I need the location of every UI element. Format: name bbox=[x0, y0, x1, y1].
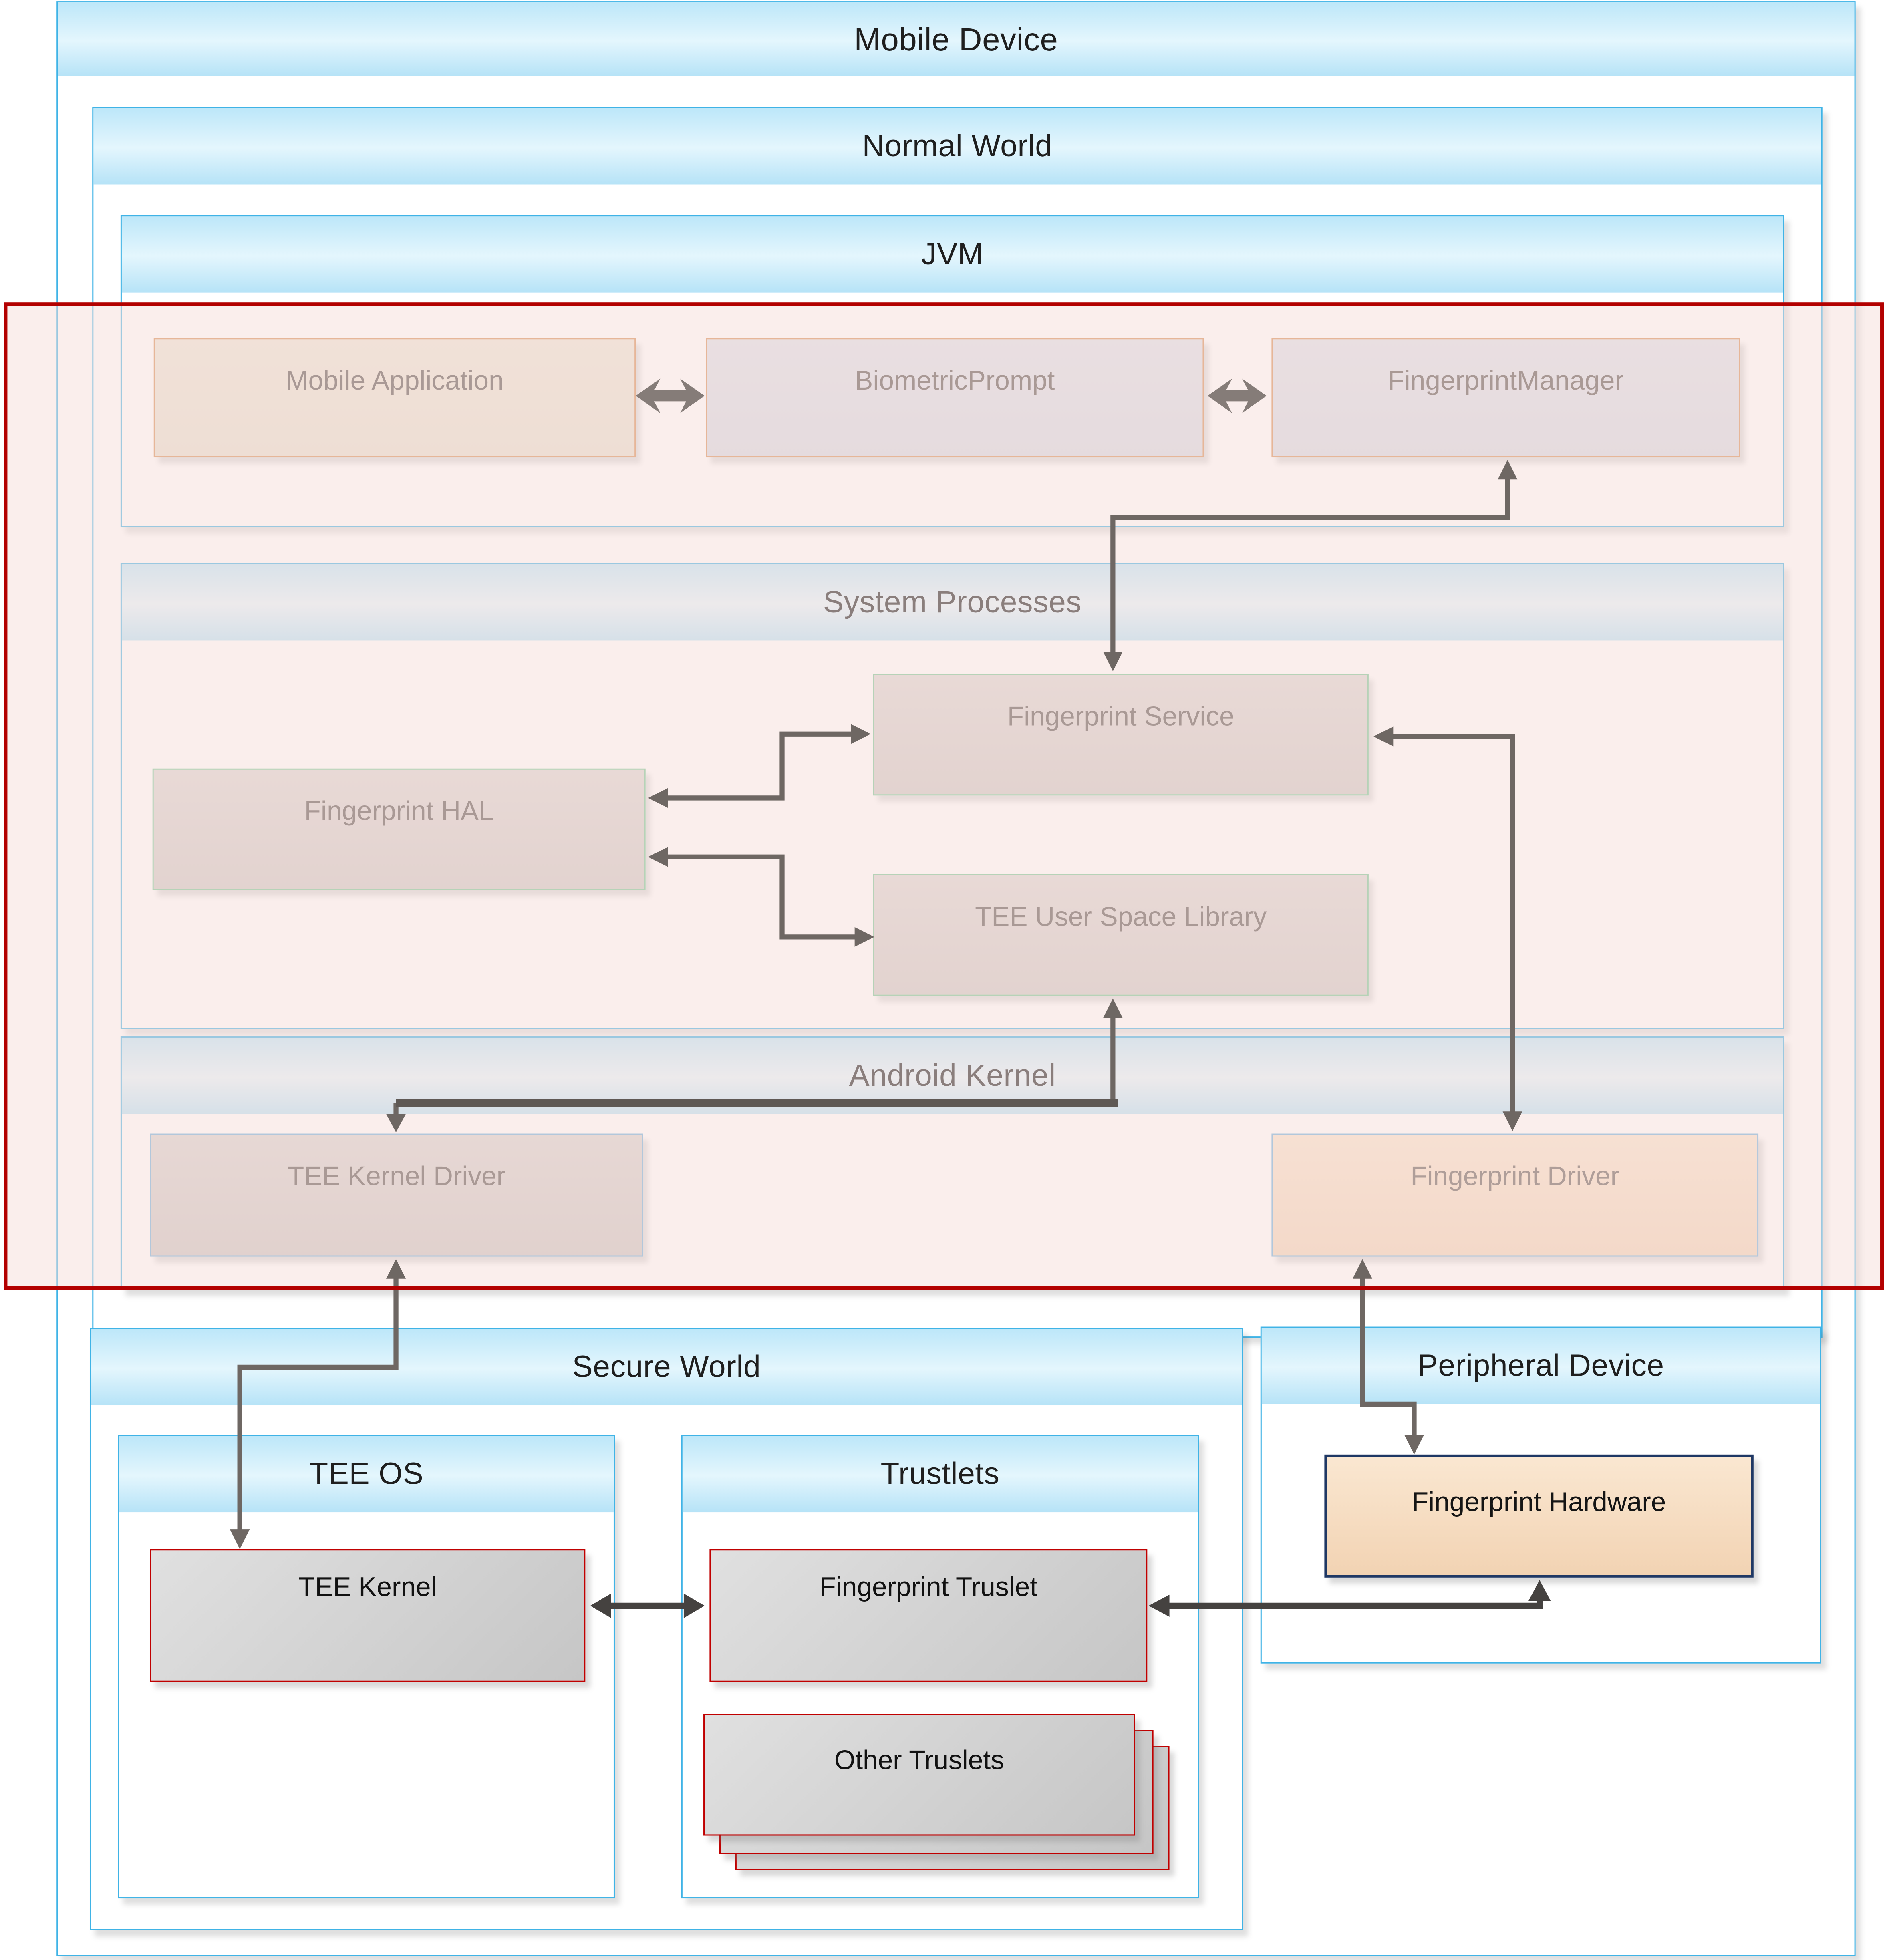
container-label-mobile-device: Mobile Device bbox=[854, 20, 1058, 57]
node-other-truslets: Other Truslets bbox=[703, 1714, 1135, 1836]
node-label-tee-kernel: TEE Kernel bbox=[298, 1571, 437, 1602]
container-header-tee-os: TEE OS bbox=[119, 1436, 614, 1513]
container-label-secure-world: Secure World bbox=[572, 1349, 761, 1384]
node-label-fingerprint-truslet: Fingerprint Truslet bbox=[819, 1571, 1037, 1602]
container-label-android-kernel: Android Kernel bbox=[849, 1058, 1056, 1093]
container-label-tee-os: TEE OS bbox=[309, 1456, 424, 1491]
container-header-android-kernel: Android Kernel bbox=[121, 1038, 1783, 1114]
container-label-peripheral-device: Peripheral Device bbox=[1417, 1348, 1664, 1383]
node-label-fingerprint-driver: Fingerprint Driver bbox=[1410, 1161, 1620, 1191]
node-biometric-prompt: BiometricPrompt bbox=[706, 338, 1204, 458]
node-fingerprint-driver: Fingerprint Driver bbox=[1271, 1133, 1759, 1257]
container-header-jvm: JVM bbox=[121, 216, 1783, 293]
node-fingerprint-manager: FingerprintManager bbox=[1271, 338, 1740, 458]
container-header-peripheral-device: Peripheral Device bbox=[1261, 1328, 1820, 1404]
node-fingerprint-service: Fingerprint Service bbox=[873, 674, 1369, 796]
container-header-normal-world: Normal World bbox=[93, 108, 1821, 185]
container-header-system-processes: System Processes bbox=[121, 564, 1783, 641]
container-header-mobile-device: Mobile Device bbox=[58, 2, 1855, 76]
container-label-jvm: JVM bbox=[921, 236, 984, 271]
node-tee-kernel: TEE Kernel bbox=[150, 1549, 586, 1682]
node-label-fingerprint-service: Fingerprint Service bbox=[1007, 700, 1234, 732]
node-label-mobile-application: Mobile Application bbox=[286, 365, 504, 396]
container-label-system-processes: System Processes bbox=[823, 584, 1082, 619]
node-label-biometric-prompt: BiometricPrompt bbox=[855, 365, 1055, 396]
node-label-tee-user-space-library: TEE User Space Library bbox=[975, 901, 1267, 932]
container-header-trustlets: Trustlets bbox=[682, 1436, 1198, 1513]
container-label-normal-world: Normal World bbox=[862, 128, 1053, 163]
node-mobile-application: Mobile Application bbox=[153, 338, 636, 458]
node-tee-user-space-library: TEE User Space Library bbox=[873, 874, 1369, 996]
node-fingerprint-hardware: Fingerprint Hardware bbox=[1324, 1454, 1754, 1578]
node-fingerprint-truslet: Fingerprint Truslet bbox=[709, 1549, 1148, 1682]
node-label-tee-kernel-driver: TEE Kernel Driver bbox=[287, 1161, 506, 1191]
node-label-fingerprint-manager: FingerprintManager bbox=[1388, 365, 1624, 396]
node-fingerprint-hal: Fingerprint HAL bbox=[152, 768, 646, 890]
container-header-secure-world: Secure World bbox=[91, 1329, 1242, 1406]
container-label-trustlets: Trustlets bbox=[880, 1456, 1000, 1491]
node-label-other-truslets: Other Truslets bbox=[834, 1745, 1004, 1776]
node-tee-kernel-driver: TEE Kernel Driver bbox=[150, 1133, 643, 1257]
node-label-fingerprint-hardware: Fingerprint Hardware bbox=[1412, 1486, 1666, 1517]
node-label-fingerprint-hal: Fingerprint HAL bbox=[304, 795, 494, 827]
